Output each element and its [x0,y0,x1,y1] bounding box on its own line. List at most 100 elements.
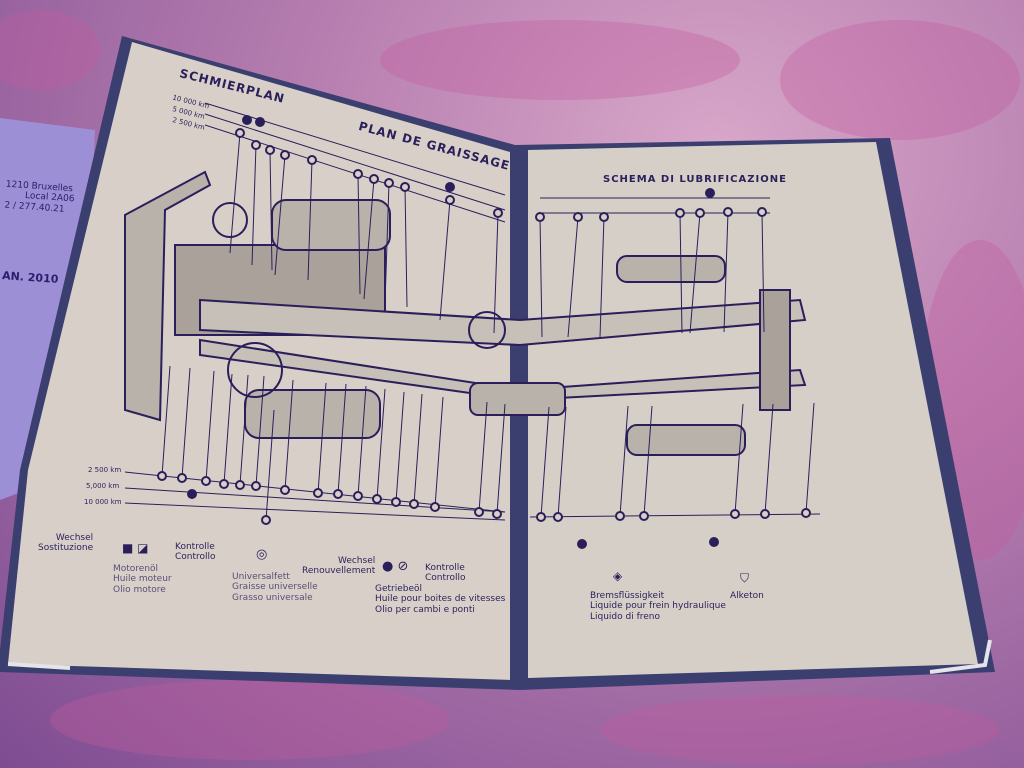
leader-line [269,149,273,271]
legend-text: Wechsel [337,556,376,566]
leader-line [439,199,451,321]
leader-line [161,365,171,477]
lube-point-marker [535,212,545,222]
legend-text: Renouvellement [302,566,376,577]
legend-control: Kontrolle Controllo [175,542,216,563]
lube-point-marker [730,509,740,519]
legend-brake-fluid: Bremsflüssigkeit Liquide pour frein hydr… [590,591,726,622]
leader-lines [161,132,815,521]
lube-point-marker [255,117,265,127]
legend-change: Wechsel Sostituzione [38,533,93,554]
leader-line [478,401,488,513]
interval-label: 2 500 km [88,466,122,474]
lube-point-marker [639,511,649,521]
lube-point-marker [177,473,187,483]
diamond-symbol-icon: ◈ [613,569,623,583]
leaflet-address: 1210 Bruxelles Local 2A06 2 / 277.40.21 [4,180,76,216]
lube-point-marker [695,208,705,218]
lube-point-marker [445,195,455,205]
leader-line [496,403,506,515]
shield-symbol-icon: ⛉ [740,571,750,585]
lube-point-marker [445,182,455,192]
lube-point-marker [157,471,167,481]
leader-line [307,159,313,281]
chassis-diagram [124,170,807,456]
leader-line [376,388,386,500]
lube-point-marker [201,476,211,486]
legend-text: Liquide pour frein hydraulique [590,601,726,612]
legend-text: Sostituzione [38,543,94,554]
leader-line [181,367,191,479]
lube-point-marker [261,515,271,525]
leader-line [255,375,265,487]
lube-point-marker [372,494,382,504]
legend-text: Olio per cambi e ponti [375,604,475,615]
legend-control2: Kontrolle Controllo [425,563,466,584]
legend-text: Universalfett [232,572,290,582]
filled-circle-icon: ● ⊘ [382,559,409,574]
leader-line [540,406,550,518]
leader-line [404,186,408,308]
leader-line [689,212,701,334]
lube-point-marker [265,145,275,155]
legend-text: Olio motore [113,584,166,595]
legend-text: Kontrolle [425,563,465,573]
lube-point-marker [801,508,811,518]
leader-line [265,409,275,521]
lube-point-marker [333,489,343,499]
leader-line [205,370,215,482]
legend-text: Graisse universelle [232,582,318,593]
lube-point-marker [353,169,363,179]
leader-line [317,382,327,494]
legend-text: Grasso universale [232,592,313,603]
lube-point-marker [599,212,609,222]
leader-line [557,406,567,518]
leader-line [251,144,257,266]
leader-line [493,212,499,334]
lube-point-marker [400,182,410,192]
interval-label: 10 000 km [84,498,122,506]
lube-point-marker [615,511,625,521]
leader-line [395,391,405,503]
lube-point-marker [353,491,363,501]
leader-line [723,211,729,333]
legend-text: Controllo [175,552,216,563]
leader-line [805,402,815,514]
lube-point-marker [235,128,245,138]
legend-text: Getriebeöl [375,584,423,594]
lube-point-marker [391,497,401,507]
lube-point-marker [492,509,502,519]
lube-point-marker [384,178,394,188]
leader-line [413,393,423,505]
leader-line [599,216,605,338]
lube-point-marker [313,488,323,498]
legend-text: Huile pour boites de vitesses [375,594,506,605]
lube-point-marker [280,485,290,495]
lube-point-marker [430,502,440,512]
lubrication-points [157,115,811,549]
lube-point-marker [187,489,197,499]
lube-point-marker [757,207,767,217]
legend-gear-oil: Getriebeöl Huile pour boites de vitesses… [375,584,505,615]
leader-line [764,403,774,515]
lube-point-marker [675,208,685,218]
corner-protector [929,639,992,674]
leader-line [363,178,375,300]
lube-point-marker [553,512,563,522]
leader-line [223,373,233,485]
legend-text: Controllo [425,573,466,584]
lube-point-marker [709,537,719,547]
legend-text: Kontrolle [175,542,215,552]
lube-point-marker [307,155,317,165]
lube-point-marker [369,174,379,184]
leader-line [337,383,347,495]
legend-text: Bremsflüssigkeit [590,591,665,601]
lube-point-marker [242,115,252,125]
legend-text: Motorenöl [113,564,159,574]
legend-change2: Wechsel Renouvellement [302,556,375,577]
lube-point-marker [280,150,290,160]
leader-line [734,403,744,515]
leader-line [679,212,683,334]
